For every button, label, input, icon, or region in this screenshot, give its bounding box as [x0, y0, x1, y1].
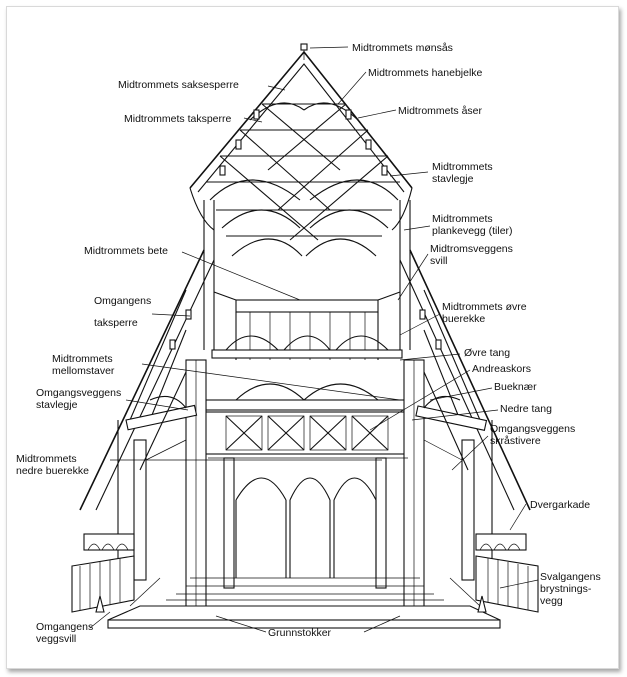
- label-grunnstokker: Grunnstokker: [268, 627, 332, 639]
- label-plankevegg-line1: Midtrommets: [432, 213, 493, 225]
- label-ovre-buerekke-line1: Midtrommets øvre: [442, 301, 527, 313]
- label-sveggens-svill-line2: svill: [430, 255, 448, 267]
- label-sveggens-svill-line1: Midtromsveggens: [430, 243, 513, 255]
- left-aisle: [71, 249, 215, 613]
- label-omg-taksperre-line2: taksperre: [94, 317, 138, 329]
- upper-nave-walls: [189, 187, 413, 360]
- label-hanebjelke: Midtrommets hanebjelke: [368, 67, 483, 79]
- label-svalgangens-line1: Svalgangens: [540, 571, 601, 583]
- label-ovre-buerekke-line2: buerekke: [442, 313, 485, 325]
- label-bete: Midtrommets bete: [84, 245, 168, 257]
- label-nedre-buerekke-line1: Midtrommets: [16, 453, 77, 465]
- label-omg-veggsvill-line2: veggsvill: [36, 633, 76, 645]
- andreaskors-band: [203, 411, 413, 455]
- label-aser: Midtrommets åser: [398, 105, 483, 117]
- label-taksperre: Midtrommets taksperre: [124, 113, 232, 125]
- label-omg-veggsvill-line1: Omgangens: [36, 621, 93, 633]
- label-skrastivere-line2: skråstivere: [490, 435, 541, 447]
- floor-planks: [107, 577, 501, 629]
- label-andreaskors: Andreaskors: [472, 363, 531, 375]
- labels: Midtrommets mønsås Midtrommets saksesper…: [16, 42, 601, 645]
- label-bueknaer: Bueknær: [494, 381, 537, 393]
- label-mellomstaver-line1: Midtrommets: [52, 353, 113, 365]
- label-monsas: Midtrommets mønsås: [352, 42, 453, 54]
- label-svalgangens-line2: brystnings-: [540, 583, 592, 595]
- label-omgv-stavlegje-line1: Omgangsveggens: [36, 387, 121, 399]
- upper-arcade: [211, 335, 403, 359]
- label-stavlegje-line1: Midtrommets: [432, 161, 493, 173]
- label-saksesperre: Midtrommets saksesperre: [118, 79, 239, 91]
- leader-lines: [89, 46, 539, 633]
- label-stavlegje-line2: stavlegje: [432, 173, 474, 185]
- purlin-studs: [169, 109, 442, 350]
- label-omg-taksperre-line1: Omgangens: [94, 295, 151, 307]
- lower-arcade: [208, 457, 408, 578]
- figure-frame: [6, 6, 619, 669]
- label-nedre-tang: Nedre tang: [500, 403, 552, 415]
- label-nedre-buerekke-line2: nedre buerekke: [16, 465, 89, 477]
- label-skrastivere-line1: Omgangsveggens: [490, 423, 575, 435]
- right-aisle: [399, 249, 539, 613]
- main-posts: [185, 359, 425, 613]
- label-svalgangens-line3: vegg: [540, 595, 563, 607]
- label-dvergarkade: Dvergarkade: [530, 499, 590, 511]
- label-omgv-stavlegje-line2: stavlegje: [36, 399, 78, 411]
- structure-drawing: [71, 43, 539, 629]
- label-plankevegg-line2: plankevegg (tiler): [432, 225, 513, 237]
- roof-trusses: [206, 102, 400, 257]
- label-mellomstaver-line2: mellomstaver: [52, 365, 115, 377]
- label-ovre-tang: Øvre tang: [464, 347, 510, 359]
